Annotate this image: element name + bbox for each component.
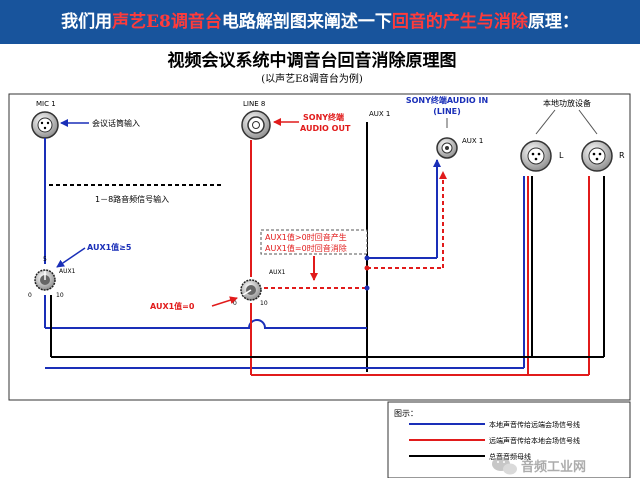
sony-out-line2: AUDIO OUT	[300, 124, 351, 133]
legend-item-black: 总音音频母线	[489, 452, 531, 461]
aux-knob2-value: AUX1值=0	[150, 301, 195, 311]
sony-out-line1: SONY终端	[303, 112, 344, 122]
sony-in-line2: (LINE)	[433, 107, 461, 116]
amp-left-connector	[520, 140, 552, 172]
knob1-min: 0	[28, 292, 32, 299]
black-bus-lines	[50, 176, 605, 358]
aux-note-line2: AUX1值=0时回音消除	[265, 243, 347, 253]
mic-connector	[31, 111, 59, 139]
knob2-max: 10	[260, 300, 268, 307]
diagram-title: 视频会议系统中调音台回音消除原理图	[168, 50, 457, 71]
wechat-logo-icon	[492, 457, 517, 475]
junction-dot	[364, 255, 370, 261]
amp-pointer-r	[578, 109, 598, 135]
channels-label: 1－8路音频信号输入	[95, 194, 169, 204]
legend-item-blue: 本地声音传给远端会场信号线	[489, 420, 580, 429]
page-header: 我们用声艺E8调音台电路解剖图来阐述一下回音的产生与消除原理：	[0, 0, 640, 44]
diagram-subtitle: (以声艺E8调音台为例)	[261, 72, 363, 85]
red-signal-lines	[250, 140, 590, 376]
header-text: 我们用	[61, 12, 113, 32]
aux-out-label: AUX 1	[462, 137, 483, 145]
knob2-pointer-arrow	[211, 296, 238, 307]
amp-left-label: L	[559, 151, 564, 160]
amp-right-connector	[581, 140, 613, 172]
legend-title: 图示：	[394, 409, 418, 418]
sony-in-line1: SONY终端AUDIO IN	[406, 95, 488, 105]
legend-item-red: 远端声音传给本地会场信号线	[489, 436, 580, 445]
knob2-min: 0	[233, 300, 237, 307]
diagram-area: 视频会议系统中调音台回音消除原理图 (以声艺E8调音台为例) MIC 1 会议话…	[7, 44, 633, 478]
header-text: 电路解剖图来阐述一下	[221, 12, 392, 32]
header-highlight-text: 回音的产生与消除	[391, 12, 528, 32]
junction-dot	[364, 265, 370, 271]
watermark-text: 音频工业网	[521, 459, 586, 475]
line-label: LINE 8	[243, 100, 265, 108]
knob2-label: AUX1	[269, 269, 286, 276]
aux-knob1-value: AUX1值≥5	[87, 242, 132, 252]
mic-input-label: 会议话筒输入	[92, 118, 140, 128]
local-amp-label: 本地功放设备	[543, 98, 591, 108]
aux-knob2[interactable]	[240, 279, 262, 301]
header-text: 原理：	[527, 12, 579, 32]
junction-dot	[364, 285, 370, 291]
header-highlight-text: 声艺E8调音台	[112, 12, 222, 32]
knob1-max: 10	[56, 292, 64, 299]
knob1-label: AUX1	[59, 268, 76, 275]
knob1-pointer-arrow	[56, 247, 86, 268]
knob1-mark: 5	[43, 256, 47, 263]
mic-label: MIC 1	[36, 100, 56, 108]
blue-signal-lines	[44, 138, 525, 369]
line-connector	[241, 110, 271, 140]
amp-right-label: R	[619, 151, 625, 160]
amp-pointer-l	[535, 109, 556, 135]
aux-note-box	[260, 229, 368, 255]
sony-in-connector	[436, 137, 458, 159]
aux-knob1[interactable]	[34, 269, 56, 291]
aux-note-line1: AUX1值>0时回音产生	[265, 232, 347, 242]
aux-bus-label: AUX 1	[369, 110, 390, 118]
diagram-frame	[8, 93, 631, 401]
